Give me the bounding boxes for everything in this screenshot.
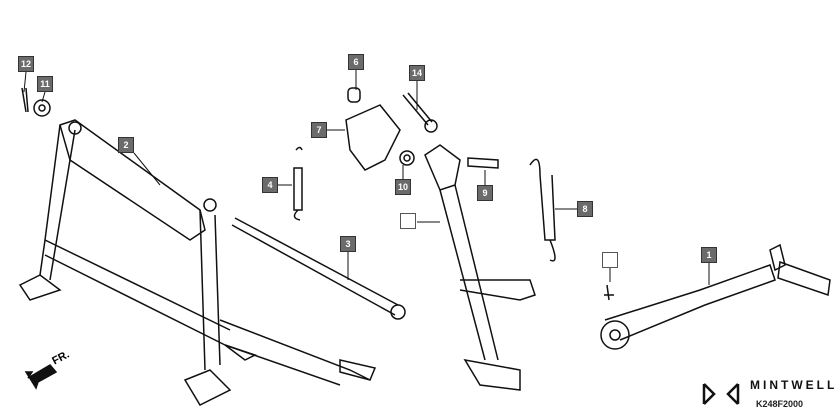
callout-1[interactable]: 1 (701, 247, 717, 263)
diagram-code: K248F2000 (756, 399, 804, 409)
logo: MINTWELL (700, 378, 837, 392)
callout-blank-side-stand[interactable] (400, 213, 416, 229)
callout-9[interactable]: 9 (477, 185, 493, 201)
mintwell-logo-icon (702, 383, 740, 405)
callout-7[interactable]: 7 (311, 122, 327, 138)
main-stand (18, 119, 377, 406)
callout-2[interactable]: 2 (118, 137, 134, 153)
callout-8[interactable]: 8 (577, 201, 593, 217)
callout-10[interactable]: 10 (395, 179, 411, 195)
callout-11[interactable]: 11 (37, 76, 53, 92)
callout-12[interactable]: 12 (18, 56, 34, 72)
callout-blank-bolt[interactable] (602, 252, 618, 268)
side-stand (424, 144, 536, 391)
front-arrow-icon (24, 364, 58, 390)
callout-14[interactable]: 14 (409, 65, 425, 81)
callout-4[interactable]: 4 (262, 177, 278, 193)
leader-lines (23, 70, 710, 285)
callout-6[interactable]: 6 (348, 54, 364, 70)
gear-pedal (600, 243, 831, 350)
callout-3[interactable]: 3 (340, 236, 356, 252)
brand-name: MINTWELL (750, 378, 838, 392)
